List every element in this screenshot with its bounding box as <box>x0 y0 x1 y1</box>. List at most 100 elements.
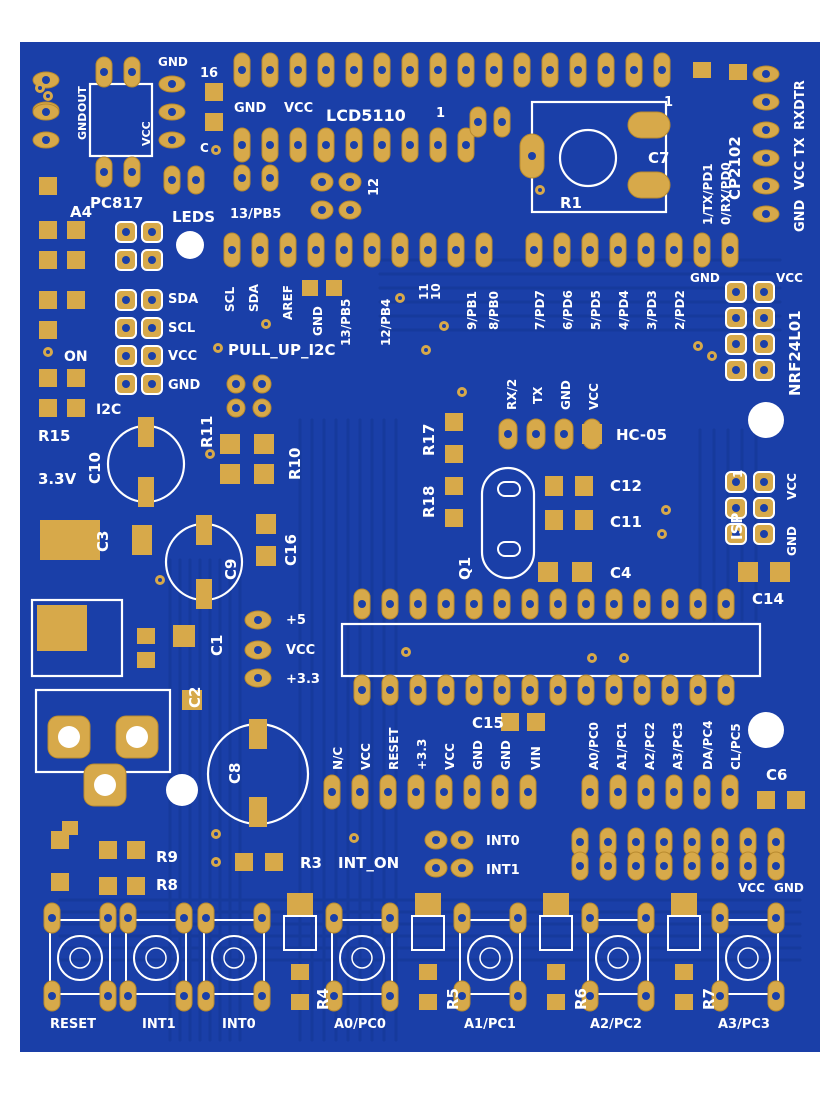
label-c7: C7 <box>648 149 669 167</box>
pin-drill-hole <box>434 141 442 149</box>
pin-drill-hole <box>378 66 386 74</box>
pin-drill-hole <box>458 992 466 1000</box>
pin-drill-hole <box>396 246 404 254</box>
pin-drill-hole <box>434 66 442 74</box>
smd-pad <box>256 514 276 534</box>
label-pull-up-i2c: PULL_UP_I2C <box>228 341 336 359</box>
pin-drill-hole <box>526 600 534 608</box>
pin-drill-hole <box>694 600 702 608</box>
label-r9: R9 <box>156 848 178 866</box>
regulator-outline <box>30 598 124 678</box>
label-a4: A4 <box>70 203 92 221</box>
pin-drill-hole <box>726 246 734 254</box>
label-9-pb1: 9/PB1 <box>465 291 479 330</box>
smd-pad <box>547 994 565 1010</box>
pin-drill-hole <box>762 154 770 162</box>
label-reset-h: RESET <box>387 727 401 770</box>
smd-pad <box>675 964 693 980</box>
label-scl-top: SCL <box>223 287 237 312</box>
pin-drill-hole <box>762 126 770 134</box>
pin-drill-hole <box>470 600 478 608</box>
label-int0-header: INT0 <box>486 834 520 849</box>
pin-drill-hole <box>762 98 770 106</box>
pin-drill-hole <box>670 788 678 796</box>
via-drill <box>442 324 446 328</box>
pin-drill-hole <box>760 366 768 374</box>
button-outline <box>587 919 649 995</box>
pin-drill-hole <box>42 76 50 84</box>
pin-drill-hole <box>442 686 450 694</box>
pin-drill-hole <box>462 66 470 74</box>
label-c2: C2 <box>186 687 204 708</box>
label-pd5: 5/PD5 <box>589 290 603 330</box>
pin-drill-hole <box>744 862 752 870</box>
smd-pad <box>39 177 57 195</box>
pin-drill-hole <box>576 838 584 846</box>
pin-drill-hole <box>122 296 130 304</box>
smd-pad <box>501 713 519 731</box>
button-outline <box>49 919 111 995</box>
smd-pad <box>39 221 57 239</box>
pin-drill-hole <box>122 324 130 332</box>
pin-drill-hole <box>526 686 534 694</box>
button-ring <box>57 935 103 981</box>
smd-pad <box>205 113 223 131</box>
pin-drill-hole <box>122 380 130 388</box>
pin-drill-hole <box>386 992 394 1000</box>
label-button-int1: INT1 <box>142 1017 176 1032</box>
pin-drill-hole <box>148 228 156 236</box>
label-a1-pc1: A1/PC1 <box>615 722 629 770</box>
pin-drill-hole <box>192 176 200 184</box>
pin-drill-hole <box>254 646 262 654</box>
smd-pad <box>196 579 212 609</box>
smd-pad <box>787 791 805 809</box>
pin-drill-hole <box>524 788 532 796</box>
button-cap <box>145 947 167 969</box>
pin-drill-hole <box>266 174 274 182</box>
pin-drill-hole <box>732 530 740 538</box>
label-button-a2: A2/PC2 <box>590 1017 642 1032</box>
label-c12: C12 <box>610 477 642 495</box>
label-c9: C9 <box>222 559 240 580</box>
label-c6: C6 <box>766 766 787 784</box>
label-r15: R15 <box>38 427 70 445</box>
pin-drill-hole <box>498 686 506 694</box>
pin-drill-hole <box>658 66 666 74</box>
label-pc817: PC817 <box>90 194 143 212</box>
via-drill <box>398 296 402 300</box>
label-da-pc4: DA/PC4 <box>701 720 715 770</box>
mounting-holes <box>166 231 784 806</box>
pin-drill-hole <box>666 686 674 694</box>
smd-pad <box>132 525 152 555</box>
pin-drill-hole <box>642 914 650 922</box>
smd-pad <box>99 841 117 859</box>
label-button-int0: INT0 <box>222 1017 256 1032</box>
label-sda: SDA <box>168 292 198 307</box>
dc-jack-hole <box>58 726 80 748</box>
pin-drill-hole <box>666 600 674 608</box>
pin-drill-hole <box>322 141 330 149</box>
pin-drill-hole <box>554 686 562 694</box>
label-lcd-vcc: VCC <box>284 101 313 116</box>
label-aref: AREF <box>281 285 295 320</box>
smd-pad <box>220 464 240 484</box>
pin-drill-hole <box>202 992 210 1000</box>
smd-pad <box>326 280 342 296</box>
pin-drill-hole <box>614 788 622 796</box>
label-c8: C8 <box>226 763 244 784</box>
label-gnd-hc: GND <box>559 380 573 410</box>
mounting-hole <box>166 774 198 806</box>
smd-pad <box>572 562 592 582</box>
label-r5: R5 <box>444 988 462 1010</box>
label-r11: R11 <box>198 416 216 448</box>
pin-drill-hole <box>330 914 338 922</box>
pin-drill-hole <box>330 992 338 1000</box>
smd-pad <box>137 628 155 644</box>
smd-pad <box>99 877 117 895</box>
pin-drill-hole <box>602 66 610 74</box>
smd-pad <box>547 964 565 980</box>
via-drill <box>460 390 464 394</box>
smd-pad <box>235 853 253 871</box>
label-scl: SCL <box>168 321 195 336</box>
